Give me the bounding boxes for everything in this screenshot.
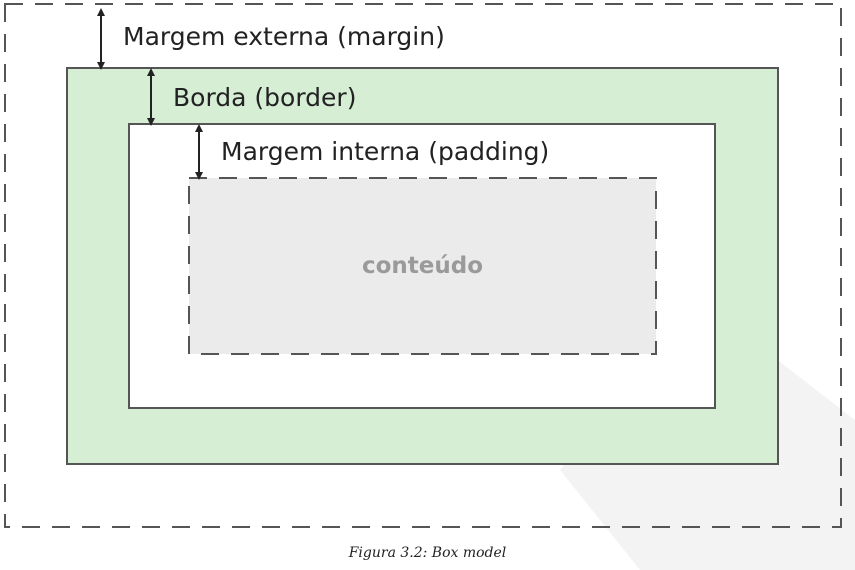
border-label: Borda (border) [173, 83, 357, 112]
figure-caption: Figura 3.2: Box model [348, 545, 507, 561]
content-box [188, 177, 657, 355]
margin-box [4, 3, 842, 528]
content-label: conteúdo [361, 253, 484, 279]
padding-label: Margem interna (padding) [221, 137, 550, 166]
margin-label: Margem externa (margin) [123, 22, 445, 51]
